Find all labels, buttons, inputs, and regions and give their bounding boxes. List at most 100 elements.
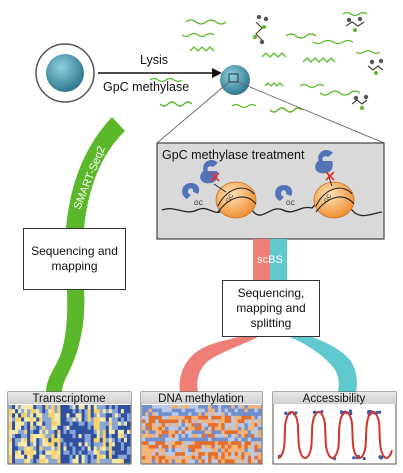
heatmap-cell <box>151 430 156 435</box>
heatmap-cell <box>191 455 196 460</box>
heatmap-cell <box>168 419 173 424</box>
heatmap-cell <box>257 419 262 424</box>
heatmap-cell <box>27 413 31 418</box>
heatmap-cell <box>158 437 163 442</box>
dna-fragments <box>253 14 384 110</box>
heatmap-cell <box>231 452 235 457</box>
heatmap-cell <box>33 438 37 443</box>
heatmap-cell <box>178 459 182 464</box>
heatmap-cell <box>123 429 128 435</box>
heatmap-cell <box>148 452 153 457</box>
heatmap-cell <box>188 415 192 420</box>
heatmap-cell <box>93 417 98 422</box>
transcriptome-band <box>46 290 85 392</box>
heatmap-cell <box>241 459 245 464</box>
heatmap-cell <box>237 437 242 442</box>
heatmap-cell <box>204 408 209 413</box>
heatmap-cell <box>51 429 55 435</box>
heatmap-cell <box>9 458 13 464</box>
heatmap-cell <box>12 434 16 439</box>
heatmap-cell <box>105 446 110 451</box>
heatmap-cell <box>117 405 122 410</box>
heatmap-cell <box>175 437 179 442</box>
heatmap-cell <box>12 442 16 447</box>
heatmap-cell <box>24 438 28 443</box>
heatmap-cell <box>241 444 245 449</box>
accessibility-point <box>352 456 356 460</box>
heatmap-cell <box>227 412 232 417</box>
heatmap-cell <box>198 459 202 464</box>
heatmap-cell <box>208 426 212 431</box>
heatmap-cell <box>90 442 94 447</box>
heatmap-cell <box>161 415 166 420</box>
heatmap-cell <box>194 437 199 442</box>
heatmap-cell <box>211 405 216 409</box>
heatmap-cell <box>204 452 209 457</box>
heatmap-cell <box>231 419 235 424</box>
heatmap-cell <box>9 454 13 460</box>
heatmap-cell <box>39 450 43 456</box>
heatmap-cell <box>69 438 73 443</box>
heatmap-cell <box>45 450 49 456</box>
heatmap-cell <box>204 423 209 428</box>
heatmap-cell <box>198 419 202 424</box>
heatmap-cell <box>145 444 149 449</box>
heatmap-cell <box>201 412 206 417</box>
heatmap-cell <box>84 458 88 464</box>
heatmap-cell <box>108 409 113 414</box>
heatmap-cell <box>81 434 85 439</box>
heatmap-cell <box>244 405 249 409</box>
heatmap-cell <box>218 415 222 420</box>
heatmap-cell <box>54 425 58 431</box>
heatmap-cell <box>168 430 173 435</box>
heatmap-cell <box>165 408 169 413</box>
heatmap-cell <box>60 409 64 414</box>
heatmap-cell <box>181 405 186 409</box>
heatmap-cell <box>145 412 149 417</box>
heatmap-cell <box>33 450 37 456</box>
heatmap-cell <box>99 454 104 460</box>
heatmap-cell <box>51 413 55 418</box>
heatmap-cell <box>27 421 31 427</box>
heatmap-cell <box>78 417 82 422</box>
heatmap-cell <box>96 425 101 431</box>
heatmap-cell <box>51 405 55 410</box>
heatmap-cell <box>33 405 37 410</box>
heatmap-cell <box>96 454 101 460</box>
heatmap-cell <box>257 455 262 460</box>
heatmap-cell <box>168 437 173 442</box>
heatmap-cell <box>69 413 73 418</box>
heatmap-cell <box>208 452 212 457</box>
smart-seq2-band <box>66 117 125 228</box>
heatmap-cell <box>181 423 186 428</box>
gc-mark: GC <box>324 193 334 204</box>
heatmap-cell <box>9 442 13 447</box>
heatmap-cell <box>194 444 199 449</box>
heatmap-cell <box>194 419 199 424</box>
sequencing-mapping-splitting-box: Sequencing, mapping and splitting <box>222 280 320 337</box>
heatmap-cell <box>221 423 225 428</box>
heatmap-cell <box>181 419 186 424</box>
heatmap-cell <box>72 450 76 456</box>
heatmap-cell <box>244 430 249 435</box>
heatmap-cell <box>84 429 88 435</box>
heatmap-cell <box>42 421 46 427</box>
heatmap-cell <box>123 425 128 431</box>
rna-strands <box>149 11 381 113</box>
heatmap-cell <box>237 408 242 413</box>
heatmap-cell <box>48 417 52 422</box>
heatmap-cell <box>191 408 196 413</box>
heatmap-cell <box>227 459 232 464</box>
heatmap-cell <box>218 444 222 449</box>
heatmap-cell <box>57 438 61 443</box>
heatmap-cell <box>117 425 122 431</box>
heatmap-cell <box>171 405 176 409</box>
heatmap-cell <box>198 408 202 413</box>
heatmap-cell <box>198 430 202 435</box>
heatmap-cell <box>257 452 262 457</box>
heatmap-cell <box>63 421 67 427</box>
heatmap-cell <box>81 405 85 410</box>
heatmap-cell <box>123 405 128 410</box>
heatmap-cell <box>126 429 131 435</box>
